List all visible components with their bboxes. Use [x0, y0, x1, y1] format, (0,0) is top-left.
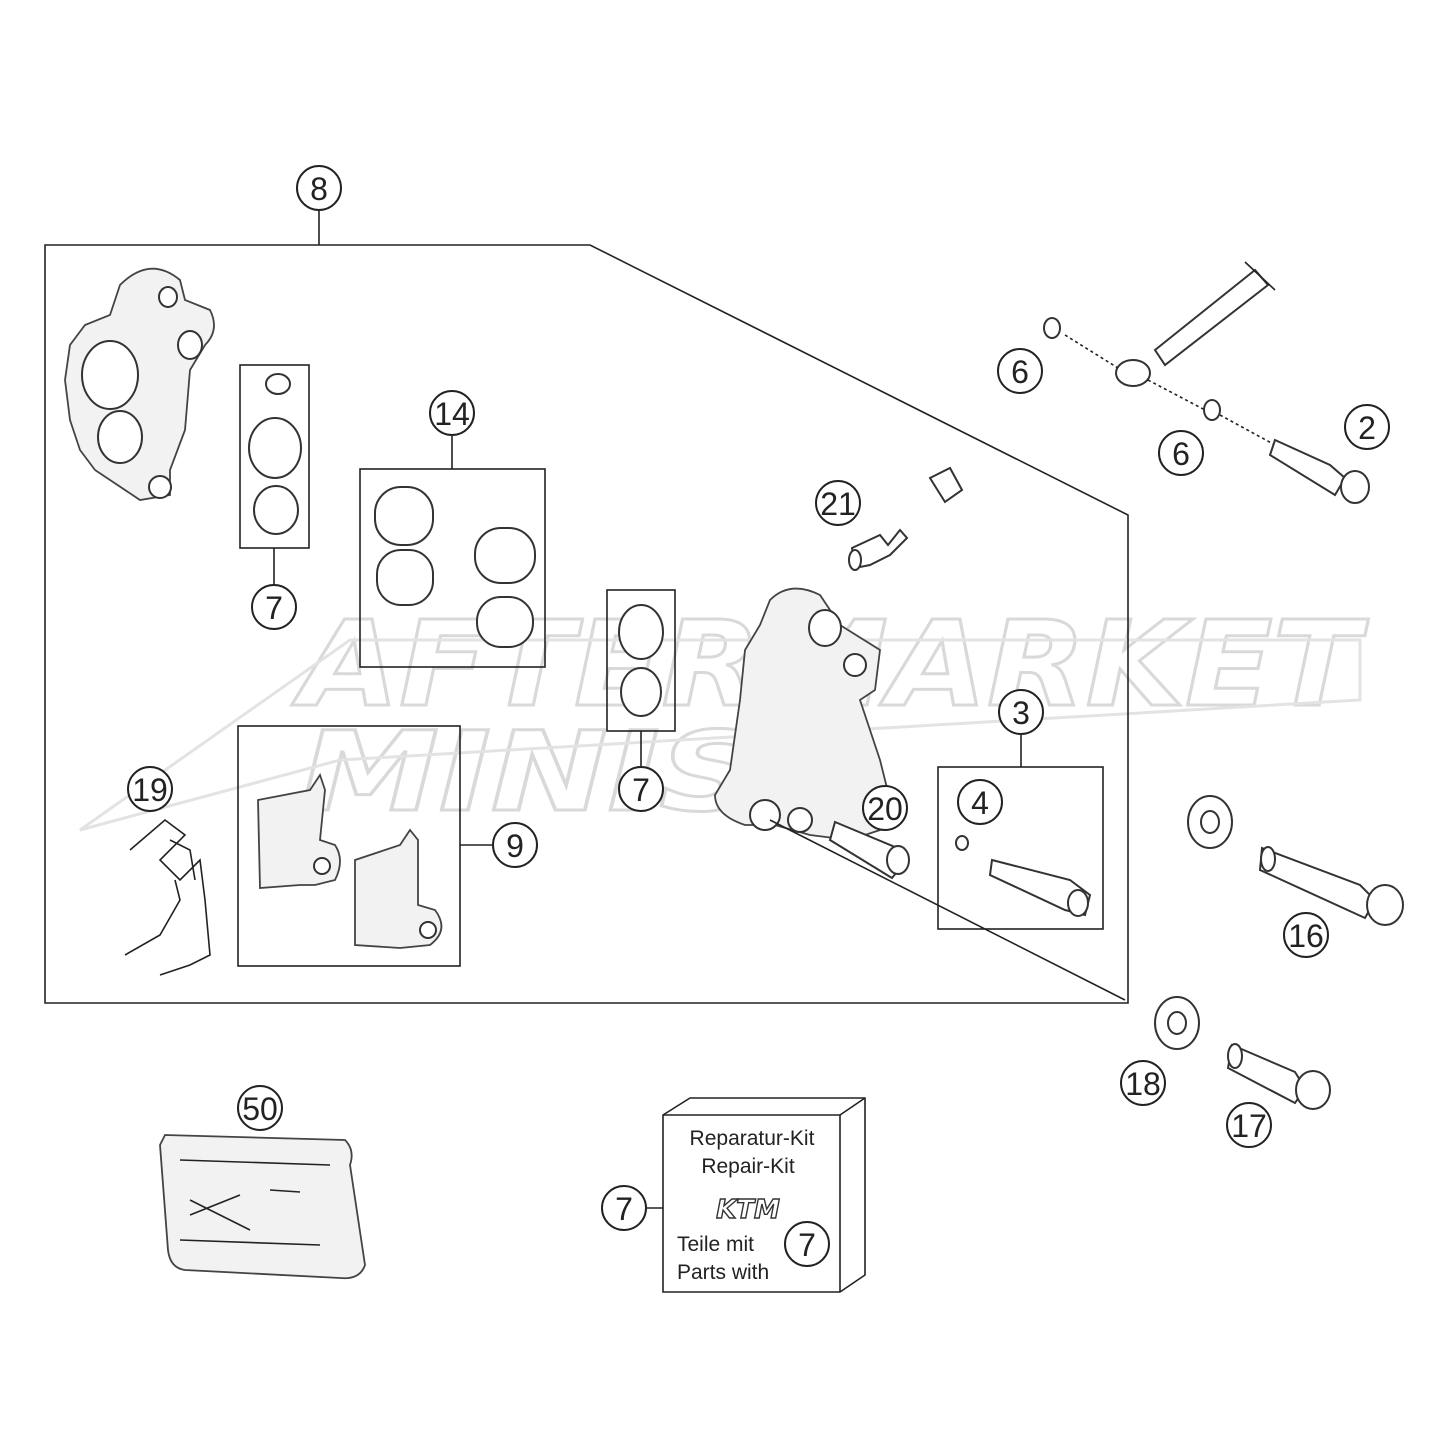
callout-17: 17 — [1226, 1102, 1272, 1148]
callout-6-top-label: 6 — [1011, 354, 1029, 390]
callout-21-label: 21 — [820, 486, 856, 522]
seal-kit-box-left — [239, 364, 310, 585]
caliper-body-left — [64, 267, 215, 501]
callout-3-label: 3 — [1012, 695, 1030, 731]
brake-pads-box — [237, 725, 492, 967]
callout-14: 14 — [429, 390, 475, 436]
bleed-valve — [848, 528, 909, 571]
callout-6-top: 6 — [997, 348, 1043, 394]
callout-20: 20 — [862, 785, 908, 831]
watermark-line2: MINIS — [300, 708, 760, 836]
callouts: 8 14 7 7 9 19 21 20 — [127, 165, 1390, 1267]
callout-4-label: 4 — [971, 785, 989, 821]
pin-assembly — [1043, 261, 1370, 504]
callout-9-label: 9 — [506, 828, 524, 864]
piston-kit-box — [359, 435, 546, 668]
callout-2-label: 2 — [1358, 410, 1376, 446]
callout-6-bottom: 6 — [1158, 430, 1204, 476]
callout-7-middle: 7 — [618, 766, 664, 812]
callout-8: 8 — [296, 165, 342, 211]
repair-kit-box: Reparatur-Kit Repair-Kit KTM Teile mit P… — [646, 1097, 866, 1293]
repair-kit-line4: Parts with — [677, 1261, 769, 1284]
callout-19: 19 — [127, 766, 173, 812]
repair-kit-line3: Teile mit — [677, 1233, 754, 1256]
pad-spring — [124, 818, 211, 976]
callout-6-bottom-label: 6 — [1172, 436, 1190, 472]
repair-kit-line1: Reparatur-Kit — [690, 1127, 815, 1150]
repair-kit-line2: Repair-Kit — [701, 1155, 795, 1178]
callout-16: 16 — [1283, 912, 1329, 958]
caliper-assembly-outline — [44, 210, 1129, 1004]
callout-21: 21 — [815, 480, 861, 526]
callout-50: 50 — [237, 1085, 283, 1131]
ktm-logo: KTM — [716, 1195, 780, 1225]
callout-14-label: 14 — [434, 396, 470, 432]
seal-kit-box-middle — [606, 589, 676, 768]
callout-19-label: 19 — [132, 772, 168, 808]
bleed-cap — [928, 466, 964, 504]
callout-7-left-label: 7 — [265, 590, 283, 626]
callout-18: 18 — [1120, 1060, 1166, 1106]
callout-4: 4 — [957, 779, 1003, 825]
callout-7-kit-left-label: 7 — [615, 1191, 633, 1227]
callout-17-label: 17 — [1231, 1108, 1267, 1144]
callout-18-label: 18 — [1125, 1066, 1161, 1102]
callout-2: 2 — [1344, 404, 1390, 450]
grease-packet — [159, 1134, 366, 1280]
callout-7-kit-inside-label: 7 — [798, 1227, 816, 1263]
callout-7-left: 7 — [251, 584, 297, 630]
callout-7-kit-inside: 7 — [784, 1221, 830, 1267]
pin-kit-box — [937, 735, 1104, 930]
callout-3: 3 — [998, 689, 1044, 735]
bolt-17-assembly — [1154, 996, 1331, 1110]
callout-7-middle-label: 7 — [632, 772, 650, 808]
callout-8-label: 8 — [310, 171, 328, 207]
callout-50-label: 50 — [242, 1091, 278, 1127]
callout-20-label: 20 — [867, 791, 903, 827]
callout-7-kit-left: 7 — [601, 1185, 647, 1231]
callout-16-label: 16 — [1288, 918, 1324, 954]
callout-9: 9 — [492, 822, 538, 868]
bolt-16-assembly — [1187, 795, 1404, 926]
bolt-20 — [828, 820, 910, 880]
